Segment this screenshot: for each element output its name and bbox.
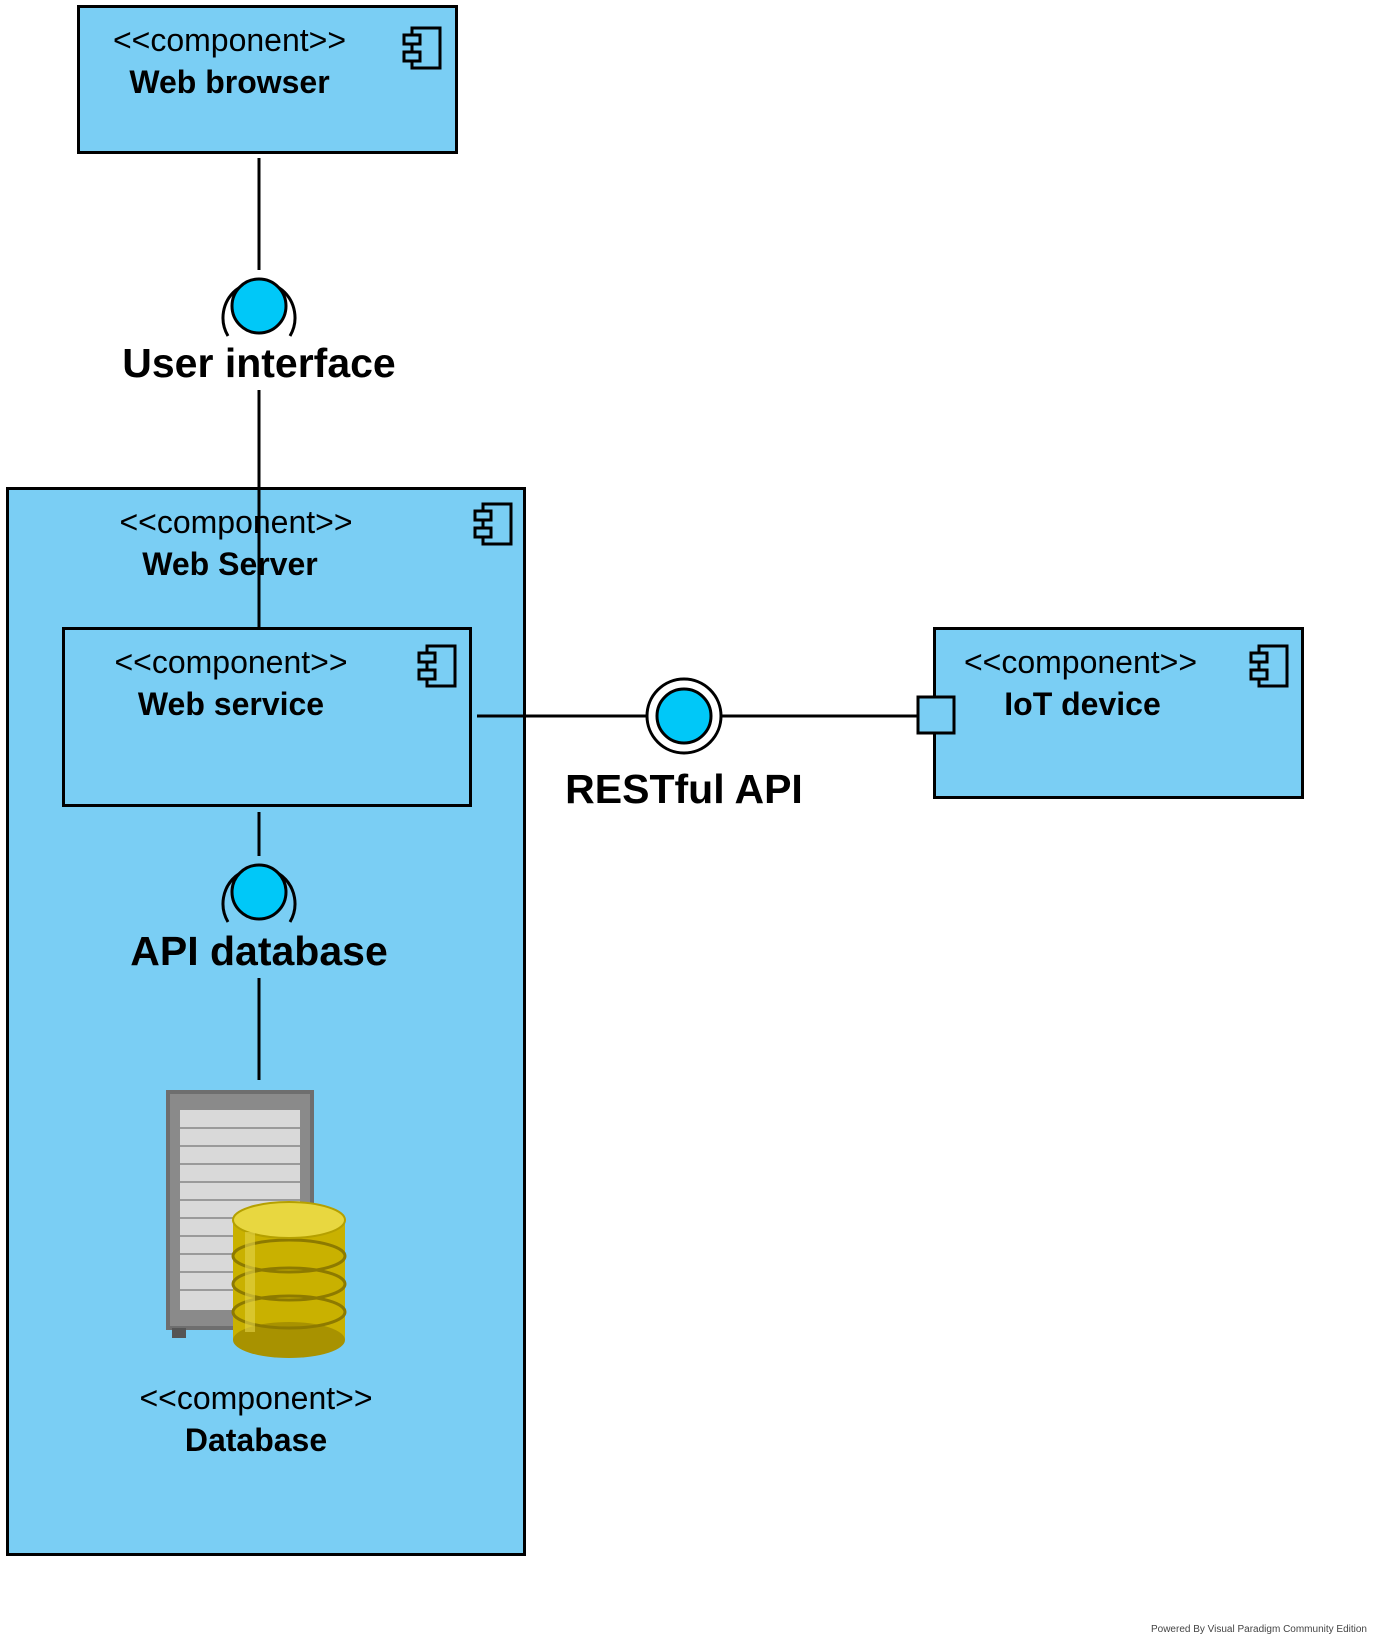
iot-device-name: IoT device (1004, 686, 1161, 722)
component-icon (402, 26, 442, 70)
iot-port (916, 695, 956, 735)
web-browser-stereotype: <<component>> (112, 22, 347, 58)
database-cylinder-icon (231, 1201, 347, 1358)
restful-api-label: RESTful API (565, 766, 803, 812)
web-service-name: Web service (137, 686, 325, 722)
api-database-label: API database (130, 928, 388, 974)
user-interface-label: User interface (122, 340, 396, 386)
iot-device-stereotype: <<component>> (963, 644, 1198, 680)
api-database-ball (221, 863, 297, 923)
web-service-component[interactable]: <<component>> Web service (62, 627, 472, 807)
restful-api-ball (645, 677, 723, 755)
database-stereotype: <<component>> (139, 1380, 373, 1416)
component-icon (473, 502, 513, 546)
web-server-stereotype: <<component>> (119, 504, 353, 540)
iot-device-component[interactable]: <<component>> IoT device (933, 627, 1304, 799)
web-browser-name: Web browser (129, 64, 330, 100)
database-name: Database (184, 1422, 328, 1458)
user-interface-ball (221, 277, 297, 337)
web-server-name: Web Server (142, 546, 318, 582)
web-service-stereotype: <<component>> (114, 644, 348, 680)
component-icon (417, 644, 457, 688)
component-icon (1249, 644, 1289, 688)
powered-by-footer: Powered By Visual Paradigm Community Edi… (1150, 1624, 1367, 1635)
web-browser-component[interactable]: <<component>> Web browser (77, 5, 458, 154)
